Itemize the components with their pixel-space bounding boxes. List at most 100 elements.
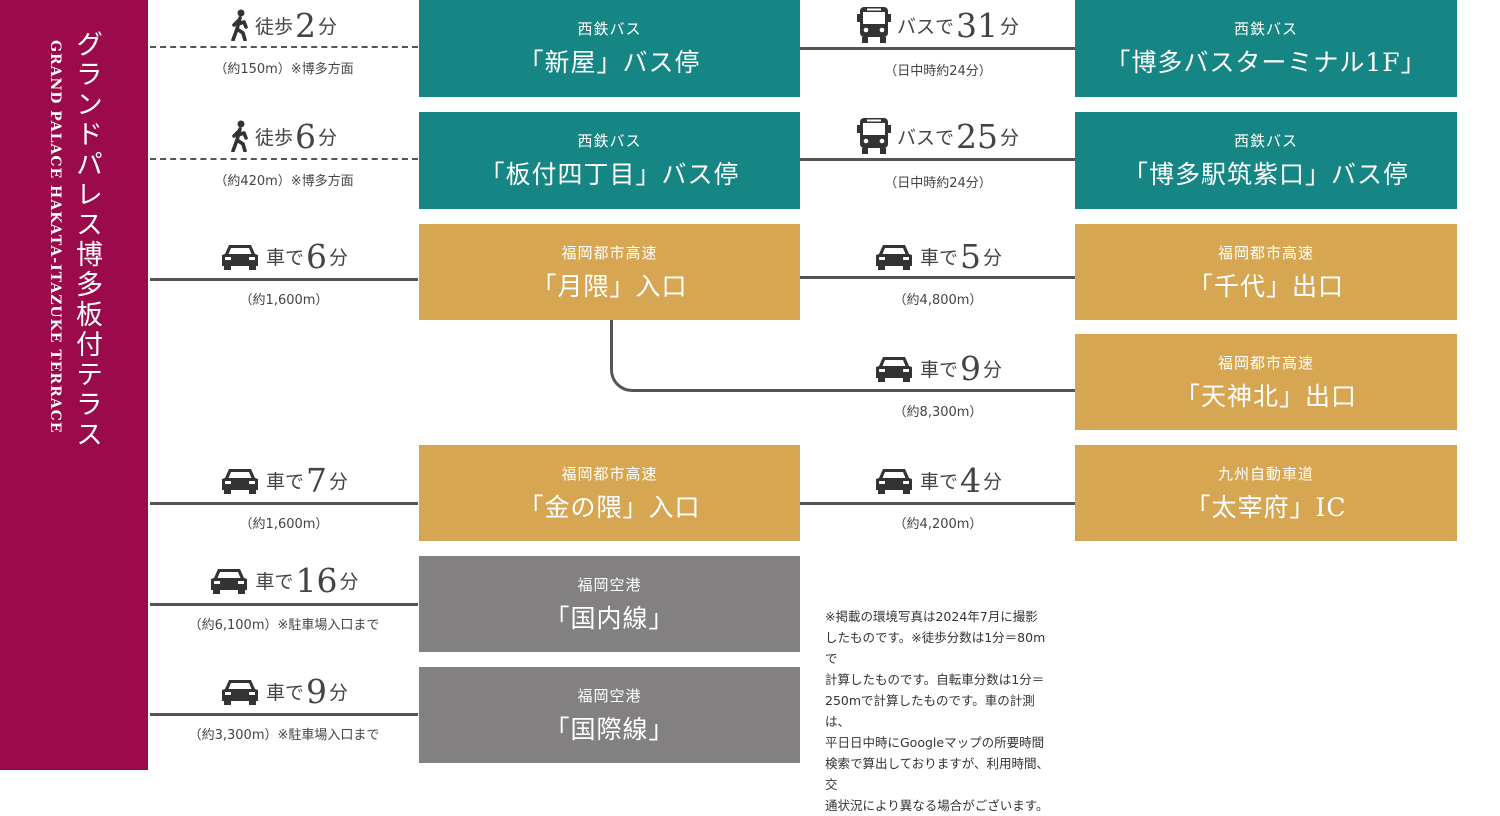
- route-unit: 分: [329, 470, 349, 493]
- route-unit: 分: [318, 15, 338, 38]
- route-mode-text: 車で: [265, 470, 304, 493]
- route-unit: 分: [318, 126, 338, 149]
- destination-operator: 福岡都市高速: [561, 243, 658, 262]
- origin-title: グランドパレス博多板付テラス: [71, 30, 102, 450]
- route-mode-text: 徒歩: [254, 15, 293, 38]
- route-minutes: 16: [295, 560, 338, 600]
- route-mode-text: 車で: [919, 246, 958, 269]
- car-route-line: [800, 276, 1076, 279]
- destination-box-airport: 福岡空港 「国内線」: [419, 556, 800, 652]
- destination-operator: 福岡都市高速: [1217, 243, 1314, 262]
- destination-name: 「太宰府」IC: [1185, 492, 1347, 522]
- footnote-line: 検索で算出しておりますが、利用時間、交: [825, 756, 1050, 792]
- walk-icon: [231, 9, 248, 41]
- destination-box-bus-stop: 西鉄バス 「博多バスターミナル1F」: [1075, 0, 1457, 97]
- footnote-line: 通状況により異なる場合がございます。: [825, 798, 1049, 813]
- car-icon: [211, 569, 248, 594]
- bus-route-line: [800, 158, 1076, 161]
- route-unit: 分: [329, 246, 349, 269]
- route-minutes: 9: [960, 348, 981, 388]
- walk-route-line: [150, 158, 418, 160]
- destination-box-bus-stop: 西鉄バス 「板付四丁目」バス停: [419, 112, 800, 209]
- destination-box-highway: 福岡都市高速 「千代」出口: [1075, 224, 1457, 320]
- route-minutes: 25: [956, 116, 998, 156]
- route-minutes: 31: [956, 5, 998, 45]
- destination-operator: 福岡都市高速: [561, 464, 658, 483]
- route-distance: （約420m）※博多方面: [214, 174, 354, 189]
- destination-name: 「金の隈」入口: [518, 492, 701, 522]
- walk-icon: [231, 120, 248, 152]
- footnote-line: ※掲載の環境写真は2024年7月に撮影: [825, 609, 1038, 624]
- car-route-line: [800, 502, 1076, 505]
- route-unit: 分: [983, 470, 1003, 493]
- route-distance: （約4,800m）: [893, 293, 983, 308]
- destination-name: 「天神北」出口: [1174, 381, 1357, 411]
- car-route-line: [150, 278, 418, 281]
- route-distance: （約1,600m）: [239, 517, 329, 532]
- destination-name: 「国内線」: [544, 603, 675, 633]
- route-distance: （約3,300m）※駐車場入口まで: [188, 728, 380, 743]
- destination-name: 「板付四丁目」バス停: [479, 160, 740, 189]
- route-minutes: 4: [960, 460, 981, 500]
- destination-name: 「博多バスターミナル1F」: [1105, 48, 1427, 77]
- route-mode-text: バスで: [896, 126, 954, 149]
- car-icon: [875, 357, 912, 382]
- destination-box-highway: 福岡都市高速 「金の隈」入口: [419, 445, 800, 541]
- destination-operator: 西鉄バス: [1233, 20, 1298, 38]
- footnote-line: したものです。※徒歩分数は1分＝80mで: [825, 630, 1046, 666]
- route-distance: （約6,100m）※駐車場入口まで: [188, 618, 380, 633]
- destination-box-airport: 福岡空港 「国際線」: [419, 667, 800, 763]
- car-icon: [221, 680, 258, 705]
- route-time-note: （日中時約24分）: [884, 176, 992, 191]
- route-minutes: 7: [306, 460, 327, 500]
- footnote: ※掲載の環境写真は2024年7月に撮影 したものです。※徒歩分数は1分＝80mで…: [825, 606, 1055, 816]
- car-icon: [221, 245, 258, 270]
- car-route-line: [150, 502, 418, 505]
- footnote-line: 計算したものです。自転車分数は1分＝: [825, 672, 1045, 687]
- route-minutes: 5: [960, 236, 981, 276]
- destination-operator: 西鉄バス: [577, 132, 642, 150]
- car-route-line: [150, 713, 418, 716]
- destination-operator: 福岡空港: [577, 575, 642, 594]
- destination-name: 「月隈」入口: [531, 271, 688, 301]
- walk-route-line: [150, 46, 418, 48]
- route-unit: 分: [339, 570, 359, 593]
- destination-operator: 九州自動車道: [1217, 464, 1314, 483]
- destination-operator: 西鉄バス: [577, 20, 642, 38]
- origin-subtitle: GRAND PALACE HAKATA-ITAZUKE TERRACE: [47, 40, 63, 434]
- route-minutes: 6: [306, 236, 327, 276]
- footnote-line: 平日日中時にGoogleマップの所要時間: [825, 735, 1045, 750]
- destination-name: 「国際線」: [544, 714, 675, 744]
- route-mode-text: 車で: [919, 358, 958, 381]
- car-icon: [875, 469, 912, 494]
- route-unit: 分: [1000, 15, 1020, 38]
- route-unit: 分: [983, 358, 1003, 381]
- destination-box-highway: 九州自動車道 「太宰府」IC: [1075, 445, 1457, 541]
- car-icon: [221, 469, 258, 494]
- destination-box-bus-stop: 西鉄バス 「新屋」バス停: [419, 0, 800, 97]
- destination-box-highway: 福岡都市高速 「天神北」出口: [1075, 334, 1457, 430]
- route-minutes: 6: [295, 116, 316, 156]
- route-mode-text: 車で: [919, 470, 958, 493]
- route-mode-text: バスで: [896, 15, 954, 38]
- route-mode-text: 車で: [265, 246, 304, 269]
- route-mode-text: 車で: [255, 570, 294, 593]
- bus-icon: [856, 7, 891, 43]
- destination-operator: 福岡都市高速: [1217, 353, 1314, 372]
- route-unit: 分: [329, 681, 349, 704]
- origin-block: グランドパレス博多板付テラス GRAND PALACE HAKATA-ITAZU…: [0, 0, 148, 770]
- route-minutes: 2: [295, 5, 316, 45]
- destination-box-highway: 福岡都市高速 「月隈」入口: [419, 224, 800, 320]
- destination-name: 「千代」出口: [1187, 271, 1344, 301]
- route-minutes: 9: [306, 671, 327, 711]
